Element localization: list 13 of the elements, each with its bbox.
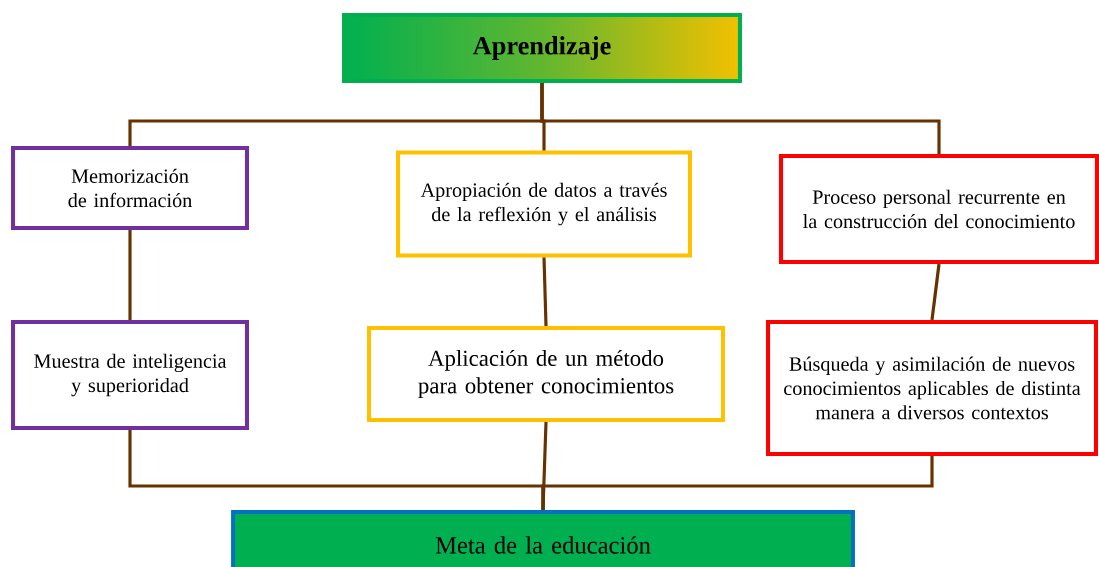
concept-box: Muestra de inteligencia y superioridad — [11, 320, 249, 430]
connector-line — [542, 257, 548, 327]
concept-box: Memorización de información — [11, 146, 249, 230]
connector-line — [128, 230, 132, 320]
concept-box: Búsqueda y asimilación de nuevos conocimientos aplicables de distinta manera a diversos contextos — [766, 320, 1098, 456]
connector-line — [930, 263, 941, 321]
concept-box: Aplicación de un método para obtener conocimientos — [367, 326, 725, 422]
title-box: Aprendizaje — [342, 13, 742, 83]
connector-line — [541, 456, 934, 510]
concept-box: Proceso personal recurrente en la construcción del conocimiento — [779, 154, 1099, 264]
concept-box: Apropiación de datos a través de la reflexión y el análisis — [396, 150, 692, 258]
goal-box: Meta de la educación — [231, 509, 855, 567]
connector-line — [540, 83, 941, 154]
